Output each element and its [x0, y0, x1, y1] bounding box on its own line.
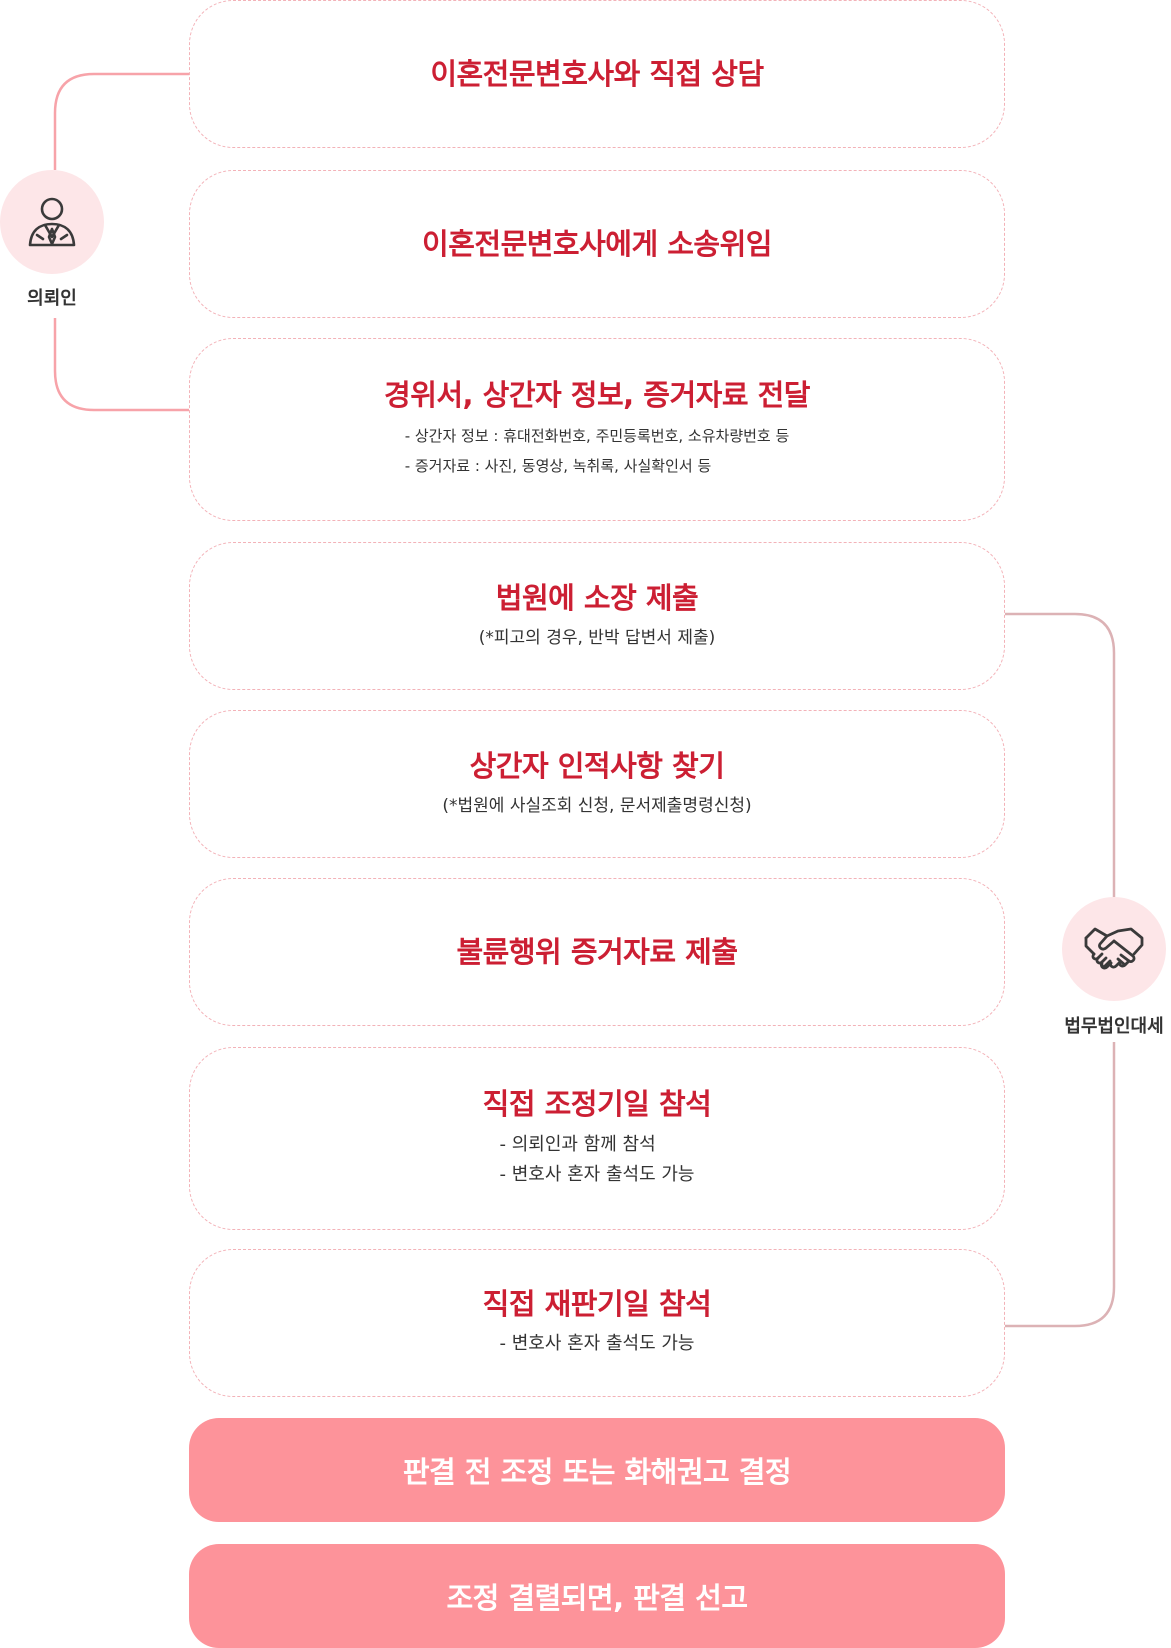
client-avatar [0, 170, 104, 274]
step-subtitle: (*법원에 사실조회 신청, 문서제출명령신청) [442, 795, 752, 816]
detail-line: - 변호사 혼자 출석도 가능 [499, 1163, 695, 1185]
handshake-icon [1084, 927, 1144, 970]
firm-avatar [1062, 897, 1166, 1001]
step-consultation: 이혼전문변호사와 직접 상담 [189, 0, 1005, 148]
step-identify-defendant: 상간자 인적사항 찾기 (*법원에 사실조회 신청, 문서제출명령신청) [189, 710, 1005, 858]
step-title: 상간자 인적사항 찾기 [469, 748, 725, 783]
step-title: 불륜행위 증거자료 제출 [456, 934, 739, 969]
detail-line: - 증거자료 : 사진, 동영상, 녹취록, 사실확인서 등 [404, 456, 712, 475]
step-title: 직접 조정기일 참석 [482, 1087, 712, 1122]
step-details: - 상간자 정보 : 휴대전화번호, 주민등록번호, 소유차량번호 등 - 증거… [405, 421, 790, 481]
step-title: 직접 재판기일 참석 [482, 1286, 712, 1321]
step-file-complaint: 법원에 소장 제출 (*피고의 경우, 반박 답변서 제출) [189, 542, 1005, 690]
step-title: 이혼전문변호사와 직접 상담 [430, 56, 764, 91]
final-judgment: 조정 결렬되면, 판결 선고 [189, 1544, 1005, 1648]
step-details: - 변호사 혼자 출석도 가능 [500, 1329, 695, 1359]
firm-label: 법무법인대세 [1064, 1016, 1164, 1037]
step-evidence-delivery: 경위서, 상간자 정보, 증거자료 전달 - 상간자 정보 : 휴대전화번호, … [189, 338, 1005, 521]
firm-connector-top [1005, 612, 1116, 897]
final-mediation-decision: 판결 전 조정 또는 화해권고 결정 [189, 1418, 1005, 1522]
detail-line: - 변호사 혼자 출석도 가능 [499, 1333, 695, 1355]
firm-connector-bottom [1005, 1042, 1116, 1328]
client-connector-bottom [53, 318, 189, 412]
step-details: - 의뢰인과 함께 참석 - 변호사 혼자 출석도 가능 [500, 1130, 695, 1190]
step-subtitle: (*피고의 경우, 반박 답변서 제출) [478, 627, 716, 648]
client-label: 의뢰인 [27, 288, 77, 309]
step-title: 경위서, 상간자 정보, 증거자료 전달 [384, 378, 810, 413]
step-submit-evidence: 불륜행위 증거자료 제출 [189, 878, 1005, 1026]
detail-line: - 의뢰인과 함께 참석 [499, 1133, 656, 1155]
step-retainer: 이혼전문변호사에게 소송위임 [189, 170, 1005, 318]
step-title: 이혼전문변호사에게 소송위임 [422, 226, 772, 261]
step-trial-hearing: 직접 재판기일 참석 - 변호사 혼자 출석도 가능 [189, 1249, 1005, 1397]
step-mediation-hearing: 직접 조정기일 참석 - 의뢰인과 함께 참석 - 변호사 혼자 출석도 가능 [189, 1047, 1005, 1230]
detail-line: - 상간자 정보 : 휴대전화번호, 주민등록번호, 소유차량번호 등 [404, 426, 790, 445]
person-suit-icon [28, 197, 76, 247]
step-title: 법원에 소장 제출 [495, 580, 699, 615]
client-connector-top [53, 72, 189, 170]
